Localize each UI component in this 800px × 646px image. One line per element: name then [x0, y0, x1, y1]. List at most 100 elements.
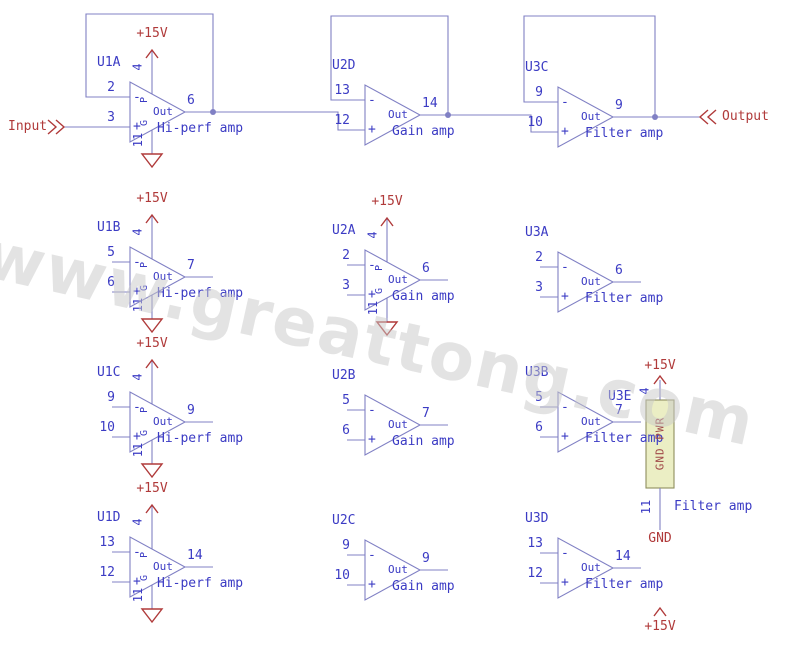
power-pin-graphics — [140, 213, 164, 334]
opamp-triangle — [364, 539, 422, 601]
inverting-pin-number: 9 — [107, 390, 115, 405]
out-label: Out — [581, 110, 601, 123]
opamp-triangle — [364, 249, 422, 311]
minus-sign: - — [133, 545, 141, 560]
gnd-pin-number: 11 — [366, 300, 381, 316]
inverting-pin-number: 13 — [527, 536, 543, 551]
amp-type-label: Gain amp — [392, 124, 455, 139]
vcc-arrow-icon — [145, 48, 159, 59]
opamp-U2B: U2B +15V 5 6 - + P G Out 7 Gain amp — [320, 343, 510, 493]
output-pin-number: 14 — [187, 548, 203, 563]
plus-sign: + — [368, 577, 376, 592]
ground-letter: G — [139, 119, 151, 127]
opamp-symbol — [112, 213, 213, 334]
noninverting-pin-number: 12 — [527, 566, 543, 581]
power-pin-graphics — [140, 503, 164, 624]
opamp-U2C: U2C +15V 9 10 - + P G Out 9 Gain amp — [320, 488, 510, 638]
vcc-pin-number: 4 — [130, 373, 145, 381]
opamp-triangle — [557, 391, 615, 453]
vcc-pin-number: 4 — [130, 63, 145, 71]
plus-sign: + — [133, 574, 141, 589]
junction-dot — [652, 114, 658, 120]
minus-sign: - — [561, 260, 569, 275]
opamp-triangle — [129, 391, 187, 453]
u3c-feedback-loop — [523, 15, 656, 117]
opamp-symbol — [347, 539, 448, 601]
opamp-U2A: U2A +15V 4 2 3 - + P G Out 6 11 Gain amp — [320, 194, 510, 348]
output-pin-number: 6 — [422, 261, 430, 276]
opamp-designator: U3B — [525, 365, 549, 380]
gnd-pin-number: 11 — [131, 442, 146, 458]
vcc-arrow-icon — [380, 216, 394, 227]
vcc-label: +15V — [136, 336, 168, 351]
minus-sign: - — [368, 403, 376, 418]
inverting-pin-number: 5 — [535, 390, 543, 405]
power-letter: P — [139, 551, 151, 559]
out-label: Out — [581, 275, 601, 288]
out-label: Out — [153, 270, 173, 283]
opamp-triangle — [364, 84, 422, 146]
out-label: Out — [388, 563, 408, 576]
amp-type-label: Hi-perf amp — [157, 121, 244, 136]
out-label: Out — [153, 105, 173, 118]
plus-sign: + — [561, 289, 569, 304]
opamp-designator: U3D — [525, 511, 549, 526]
opamp-U3C: U3C +15V 9 10 - + P G Out 9 Filter amp — [513, 35, 703, 185]
amp-type-label: Hi-perf amp — [157, 286, 244, 301]
output-port-label: Output — [722, 109, 769, 124]
power-block-designator: U3E — [608, 389, 632, 404]
output-pin-number: 9 — [422, 551, 430, 566]
power-block-type-label: Filter amp — [674, 499, 753, 514]
output-pin-number: 7 — [422, 406, 430, 421]
opamp-triangle — [557, 86, 615, 148]
out-label: Out — [581, 561, 601, 574]
input-port-label: Input — [8, 119, 48, 134]
amp-type-label: Gain amp — [392, 289, 455, 304]
ground-letter: G — [139, 284, 151, 292]
minus-sign: - — [368, 548, 376, 563]
power-block-body — [645, 399, 675, 489]
vcc-pin-number: 4 — [130, 228, 145, 236]
amp-type-label: Hi-perf amp — [157, 431, 244, 446]
power-letter: P — [139, 96, 151, 104]
minus-sign: - — [561, 546, 569, 561]
amp-type-label: Filter amp — [585, 291, 664, 306]
plus-sign: + — [133, 284, 141, 299]
opamp-U1C: U1C +15V 4 9 10 - + P G Out 9 11 Hi-perf… — [85, 336, 275, 490]
power-block-body-text: GND PWR — [653, 416, 667, 471]
row1-signal-wires — [64, 13, 700, 133]
plus-sign: + — [561, 124, 569, 139]
minus-sign: - — [133, 90, 141, 105]
vcc-arrow-icon — [653, 374, 667, 385]
amp-type-label: Filter amp — [585, 431, 664, 446]
output-pin-number: 9 — [187, 403, 195, 418]
vcc-label: +15V — [371, 194, 403, 209]
ground-letter: G — [374, 287, 386, 295]
noninverting-pin-number: 6 — [107, 275, 115, 290]
plus-sign: + — [561, 429, 569, 444]
ground-letter: G — [139, 429, 151, 437]
opamp-designator: U3A — [525, 225, 549, 240]
out-label: Out — [388, 108, 408, 121]
noninverting-pin-number: 10 — [527, 115, 543, 130]
inverting-pin-number: 9 — [535, 85, 543, 100]
opamp-U3B: U3B +15V 5 6 - + P G Out 7 Filter amp — [513, 340, 703, 490]
plus-sign: + — [133, 429, 141, 444]
power-pin-graphics — [140, 358, 164, 479]
minus-sign: - — [368, 258, 376, 273]
noninverting-pin-number: 3 — [107, 110, 115, 125]
plus-sign: + — [561, 575, 569, 590]
plus-sign: + — [368, 432, 376, 447]
noninverting-pin-number: 3 — [535, 280, 543, 295]
gnd-symbol-icon — [140, 318, 164, 334]
noninverting-pin-number: 10 — [334, 568, 350, 583]
vcc-arrow-icon — [145, 358, 159, 369]
plus-sign: + — [133, 119, 141, 134]
plus-sign: + — [368, 287, 376, 302]
vcc-pin-number: 4 — [130, 518, 145, 526]
gnd-symbol-icon — [140, 153, 164, 169]
power-letter: P — [139, 261, 151, 269]
out-label: Out — [388, 418, 408, 431]
inverting-pin-number: 5 — [107, 245, 115, 260]
gnd-pin-number: 11 — [131, 132, 146, 148]
